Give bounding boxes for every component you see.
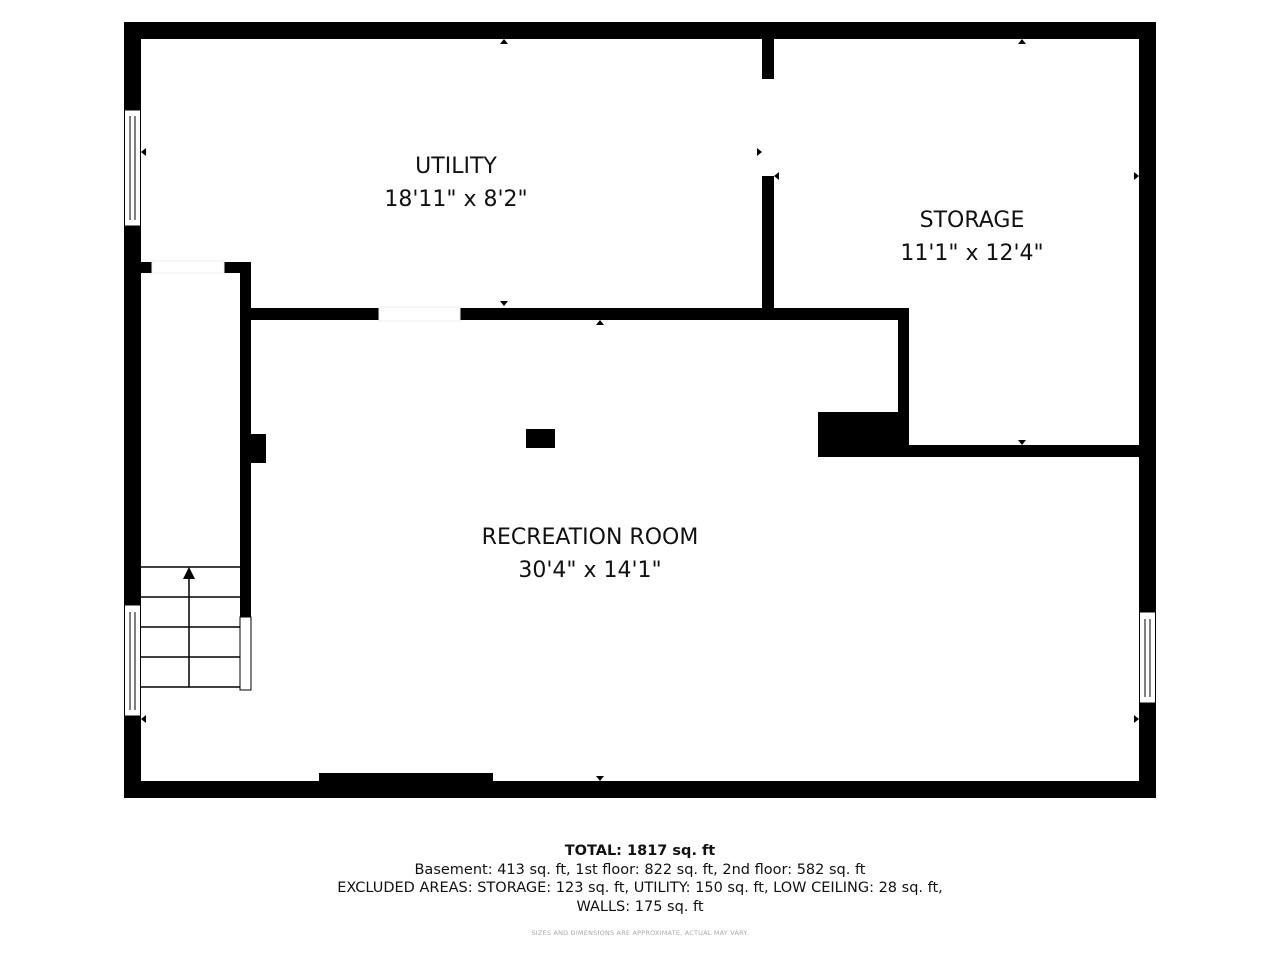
stair-arrow-head-icon — [183, 567, 195, 579]
column — [526, 429, 555, 448]
window-right — [1139, 611, 1156, 704]
window-left-lower — [124, 604, 141, 717]
room-label-utility: UTILITY 18'11" x 8'2" — [384, 150, 527, 216]
disclaimer: SIZES AND DIMENSIONS ARE APPROXIMATE, AC… — [531, 929, 749, 937]
total-area: TOTAL: 1817 sq. ft — [564, 843, 716, 859]
utility-recreation-wall — [250, 308, 909, 320]
room-name: UTILITY — [415, 154, 497, 179]
windows — [124, 109, 1156, 717]
storage-wall-vertical — [898, 308, 909, 457]
room-label-storage: STORAGE 11'1" x 12'4" — [900, 204, 1043, 270]
room-dimensions: 30'4" x 14'1" — [518, 558, 662, 583]
stair-wall-bump — [251, 434, 266, 463]
room-name: STORAGE — [919, 208, 1025, 233]
outer-wall-right — [1139, 22, 1156, 798]
room-label-recreation: RECREATION ROOM 30'4" x 14'1" — [482, 521, 699, 587]
floor-areas: Basement: 413 sq. ft, 1st floor: 822 sq.… — [414, 861, 866, 878]
excluded-areas: EXCLUDED AREAS: STORAGE: 123 sq. ft, UTI… — [337, 880, 943, 896]
walls — [124, 22, 1156, 798]
door-utility-recreation[interactable] — [378, 306, 461, 322]
utility-storage-wall-upper — [762, 39, 774, 79]
stairs — [141, 566, 240, 688]
wall-area: WALLS: 175 sq. ft — [576, 898, 704, 915]
utility-storage-wall-lower — [762, 176, 774, 320]
area-summary: TOTAL: 1817 sq. ft Basement: 413 sq. ft,… — [0, 842, 1280, 916]
room-dimensions: 11'1" x 12'4" — [900, 241, 1044, 266]
stair-rail — [239, 616, 252, 691]
stair-wall-right — [240, 262, 251, 617]
room-name: RECREATION ROOM — [481, 525, 699, 550]
outer-wall-bottom — [124, 781, 1156, 798]
storage-wall-horizontal — [898, 445, 1139, 457]
dimension-markers — [141, 39, 1139, 781]
window-left-upper — [124, 109, 141, 227]
storage-corner-block — [818, 412, 909, 457]
stair-wall-top-left — [141, 262, 152, 273]
room-dimensions: 18'11" x 8'2" — [384, 187, 528, 212]
bottom-wall-thick — [319, 773, 493, 781]
openings — [151, 260, 461, 691]
outer-wall-top — [124, 22, 1156, 39]
stair-wall-top-right — [224, 262, 251, 273]
door-stair-top[interactable] — [151, 260, 225, 274]
